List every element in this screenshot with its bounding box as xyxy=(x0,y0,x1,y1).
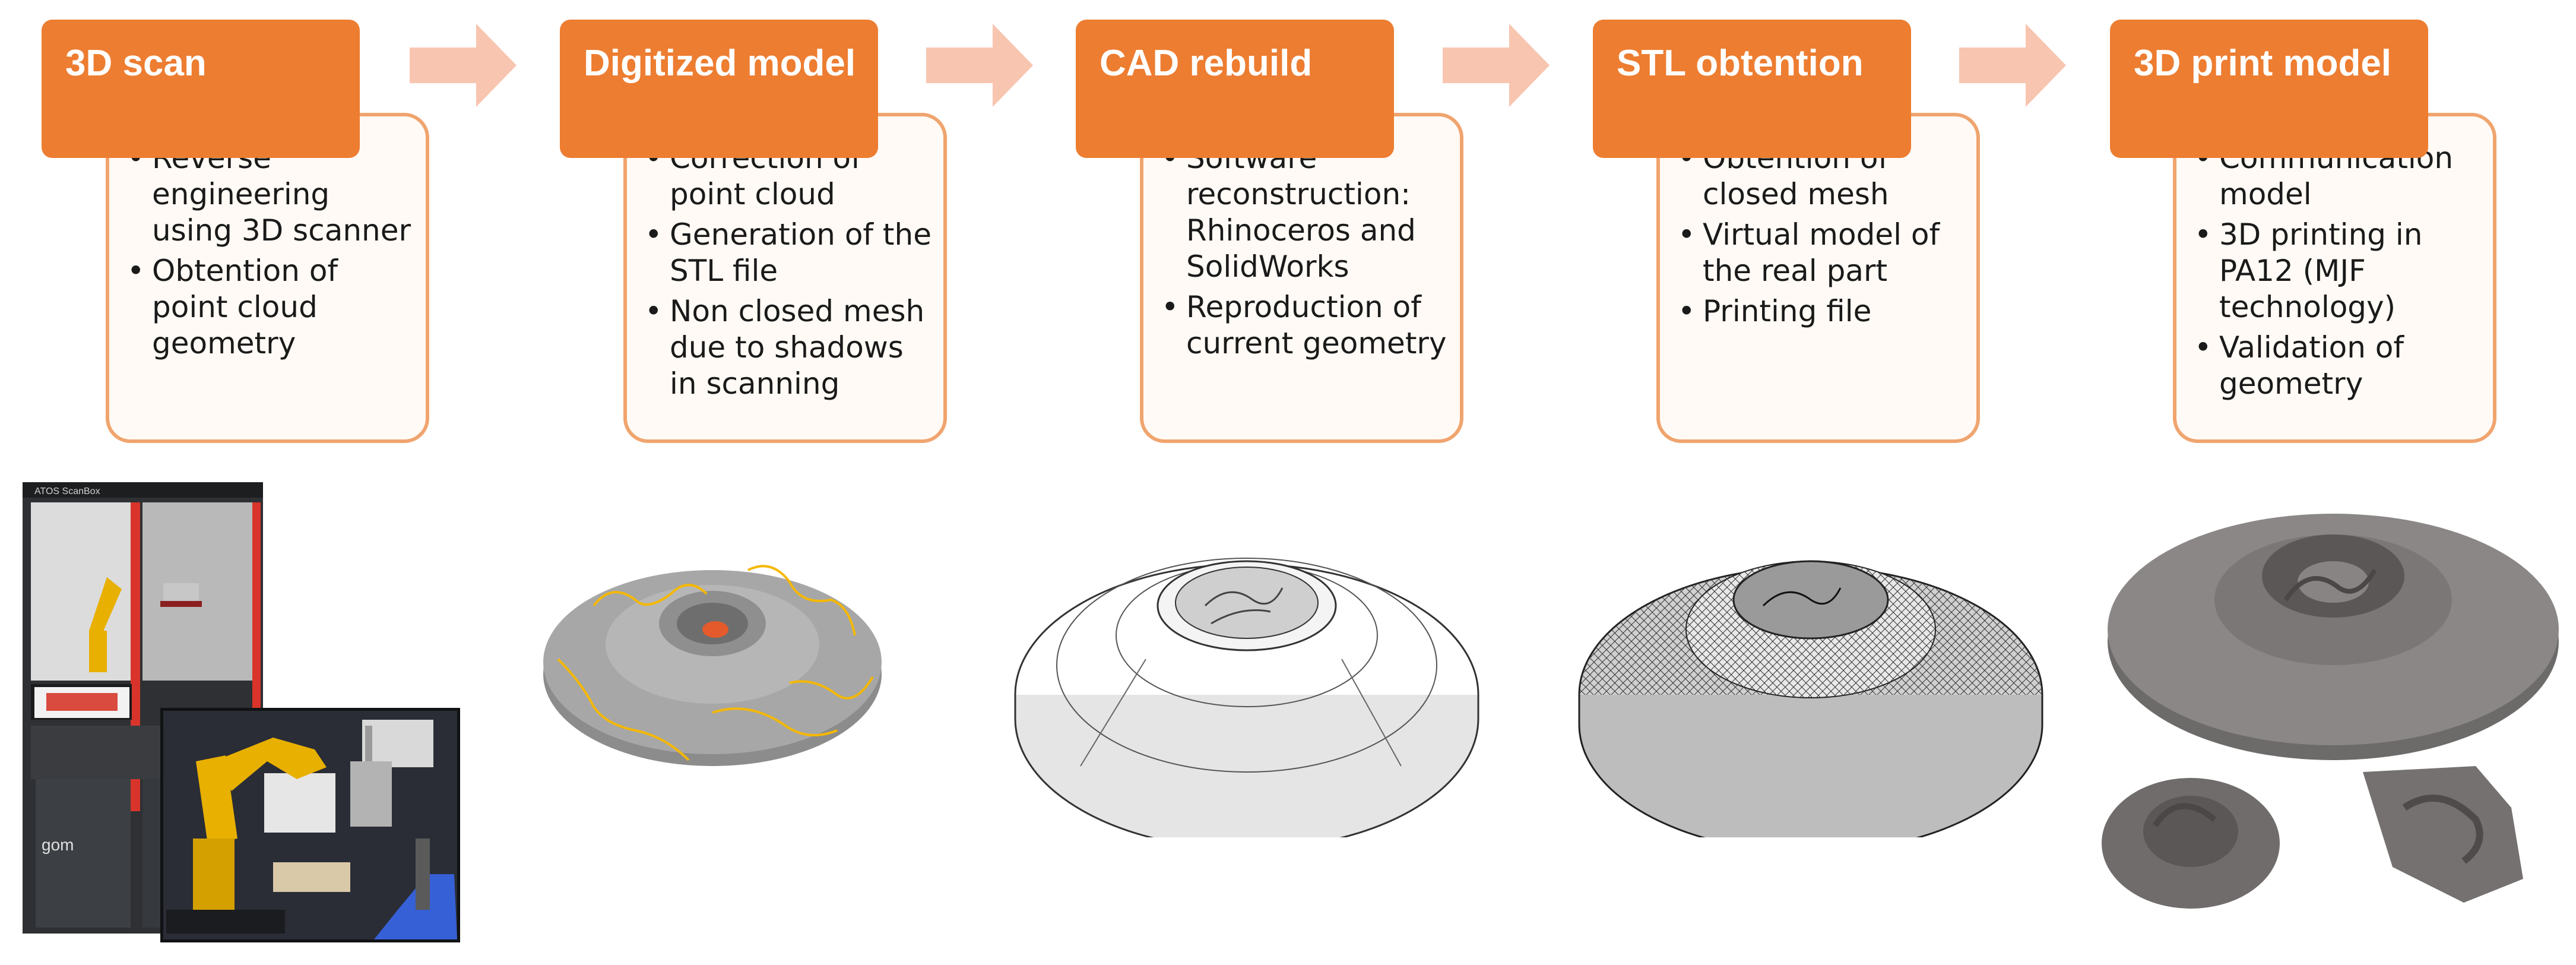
step-4-bullet-2: Virtual model of the real part xyxy=(1678,217,1966,289)
flow-arrow-icon xyxy=(1443,24,1550,107)
step-3-description-box: Software reconstruction: Rhinoceros and … xyxy=(1140,113,1463,443)
cad-model-image xyxy=(1014,558,1479,837)
step-2-description-box: Correction of point cloud Generation of … xyxy=(623,113,947,443)
step-4-title: STL obtention xyxy=(1593,20,1911,158)
step-5-bullet-2: 3D printing in PA12 (MJF technology) xyxy=(2194,217,2482,325)
step-4-bullet-3: Printing file xyxy=(1678,293,1966,330)
scanner-logo-text: gom xyxy=(42,836,74,854)
step-1-bullet-2: Obtention of point cloud geometry xyxy=(127,253,415,362)
step-3-title: CAD rebuild xyxy=(1076,20,1394,158)
flow-arrow-icon xyxy=(410,24,517,107)
step-5-description-box: Communication model 3D printing in PA12 … xyxy=(2173,113,2496,443)
step-1-title: 3D scan xyxy=(42,20,360,158)
step-4-description-box: Obtention of closed mesh Virtual model o… xyxy=(1656,113,1980,443)
step-2-title: Digitized model xyxy=(560,20,878,158)
flow-arrow-icon xyxy=(1959,24,2066,107)
step-2-bullet-2: Generation of the STL file xyxy=(645,217,933,289)
step-1-description-box: Reverse engineering using 3D scanner Obt… xyxy=(106,113,429,443)
digitized-model-image xyxy=(543,565,882,766)
step-2-bullet-3: Non closed mesh due to shadows in scanni… xyxy=(645,293,933,402)
3d-scanner-photo: ATOS ScanBox gom xyxy=(23,482,460,942)
scanbox-brand-label: ATOS ScanBox xyxy=(34,486,100,496)
step-3-bullet-2: Reproduction of current geometry xyxy=(1161,289,1449,362)
step-5-bullet-3: Validation of geometry xyxy=(2194,330,2482,402)
step-5-title: 3D print model xyxy=(2110,20,2428,158)
flow-arrow-icon xyxy=(926,24,1033,107)
step-3-bullet-1: Software reconstruction: Rhinoceros and … xyxy=(1161,140,1449,285)
3d-printed-part-photo xyxy=(2102,514,2559,909)
stl-mesh-image xyxy=(1578,560,2043,837)
